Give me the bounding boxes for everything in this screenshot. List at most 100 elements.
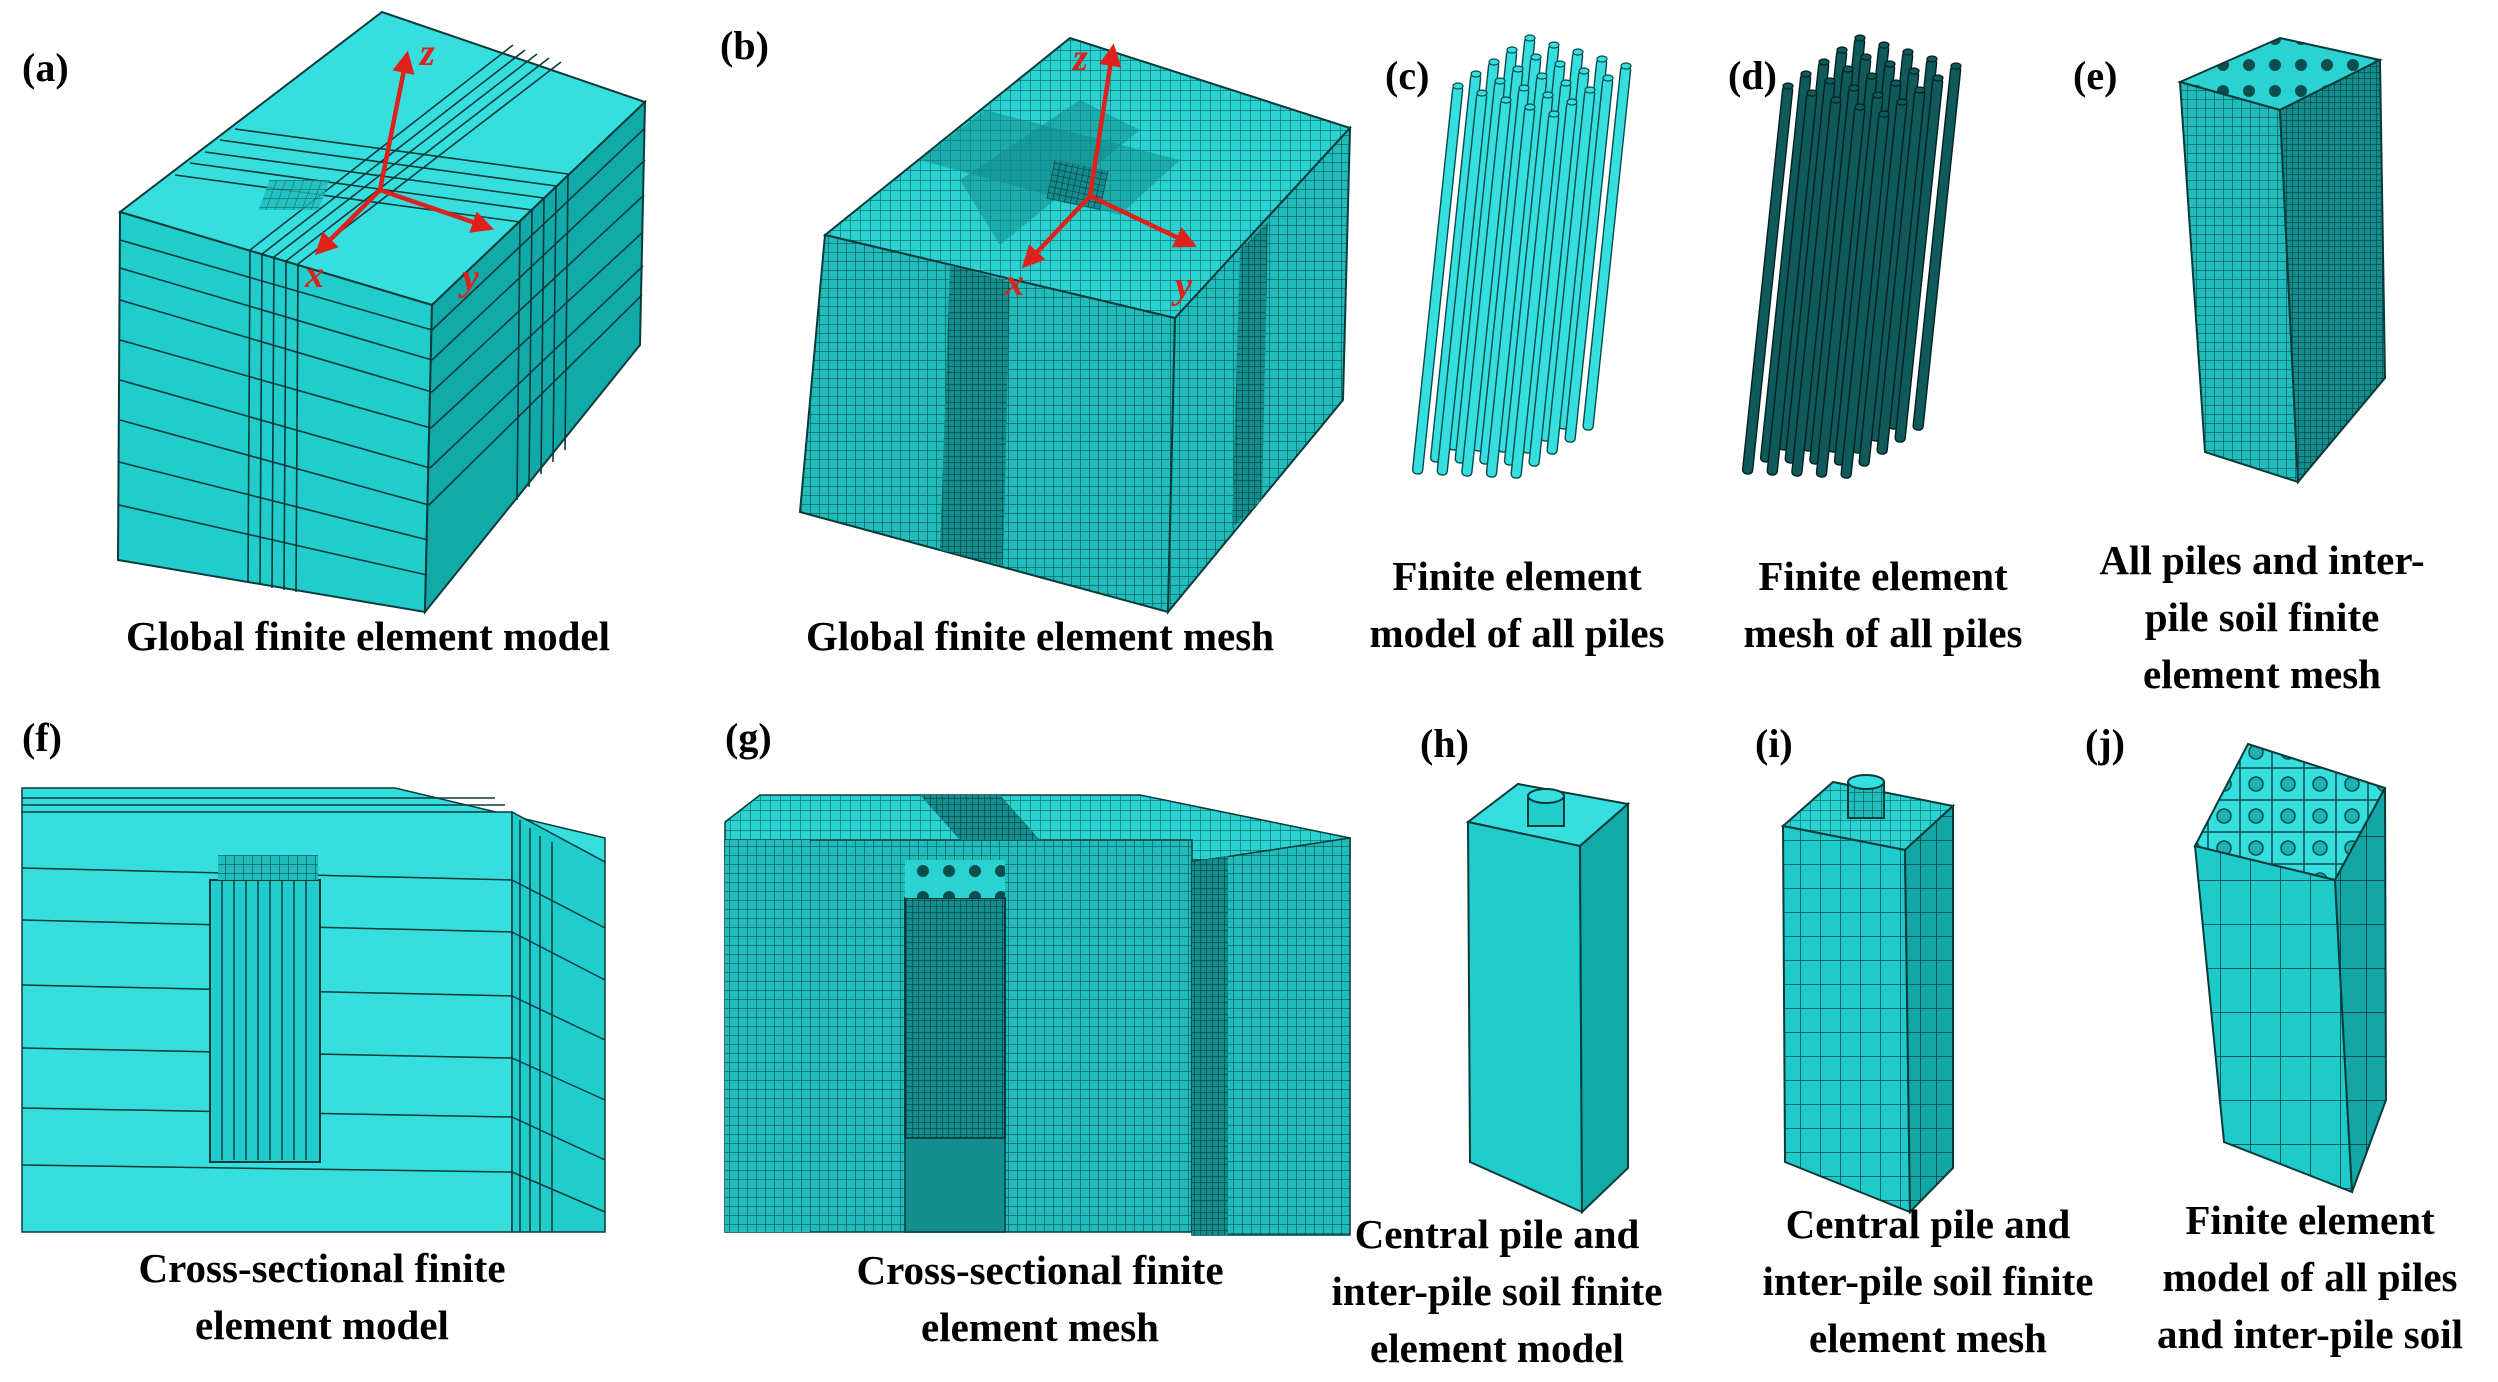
y-axis-label: y <box>1171 265 1192 307</box>
panel-a-model: z x y <box>116 10 647 615</box>
caption-i-line-2: inter-pile soil finite <box>1762 1258 2094 1304</box>
pile-head <box>1932 74 1944 82</box>
pile-head <box>1800 70 1812 78</box>
pile-head <box>1806 89 1818 97</box>
panel-label-b: (b) <box>720 23 769 68</box>
caption-i-line-3: element mesh <box>1809 1315 2047 1361</box>
caption-h-line-2: inter-pile soil finite <box>1331 1268 1663 1314</box>
y-axis-arrow <box>379 187 495 233</box>
caption-j-line-2: model of all piles <box>2162 1254 2458 1300</box>
pile-head <box>1848 84 1860 92</box>
caption-a-line-1: Global finite element model <box>126 613 610 659</box>
panel-h-central-pile-model <box>1465 782 1631 1215</box>
y-axis-label: y <box>458 257 479 299</box>
pile-head <box>1890 79 1902 87</box>
pile-head <box>1452 82 1464 90</box>
pile-head <box>1554 60 1566 68</box>
panel-g-section-mesh <box>724 794 1351 1236</box>
pile-head <box>1488 58 1500 66</box>
pile-head <box>1572 48 1584 56</box>
z-axis-label: z <box>418 32 435 74</box>
caption-e-line-1: All piles and inter- <box>2099 537 2425 583</box>
pile-head <box>1476 89 1488 97</box>
panel-j-soil-model <box>2193 742 2388 1194</box>
pile-head <box>1860 53 1872 61</box>
pile-head <box>1620 62 1632 70</box>
pile-head <box>1926 55 1938 63</box>
panel-label-g: (g) <box>725 715 772 760</box>
pile-head <box>1872 91 1884 99</box>
pile-head <box>1854 103 1866 111</box>
panel-b-mesh: z x y <box>798 36 1352 615</box>
panel-label-c: (c) <box>1385 53 1430 98</box>
x-axis-arrow <box>314 188 382 256</box>
caption-b: Global finite element mesh <box>806 608 1274 665</box>
caption-a: Global finite element model <box>126 608 610 665</box>
pile-head <box>1836 46 1848 54</box>
caption-j-line-3: and inter-pile soil <box>2157 1311 2463 1357</box>
pile-head <box>1854 34 1866 42</box>
x-axis-label: x <box>304 254 324 296</box>
panel-label-f: (f) <box>22 715 62 760</box>
pile-head <box>1494 77 1506 85</box>
caption-h-line-3: element model <box>1370 1325 1624 1371</box>
caption-j-line-1: Finite element <box>2185 1197 2435 1243</box>
pile-head <box>1506 46 1518 54</box>
pile-head <box>1566 98 1578 106</box>
z-axis-label: z <box>1071 37 1088 79</box>
x-axis-arrow <box>1021 194 1092 269</box>
panel-c-piles-model <box>1411 34 1632 479</box>
caption-f-line-2: element model <box>195 1302 449 1348</box>
pile-head <box>1524 103 1536 111</box>
pile-head <box>1578 67 1590 75</box>
panel-e-soil-mesh <box>2177 36 2387 485</box>
pile-head <box>1548 110 1560 118</box>
pile-head <box>1524 34 1536 42</box>
pile-head <box>1548 41 1560 49</box>
caption-i-line-1: Central pile and <box>1785 1201 2071 1247</box>
pile-head <box>1518 84 1530 92</box>
pile-head <box>1512 65 1524 73</box>
panel-label-i: (i) <box>1755 721 1793 766</box>
pile-head <box>1878 110 1890 118</box>
caption-i: Central pile and inter-pile soil finite … <box>1763 1196 2094 1367</box>
caption-e-line-3: element mesh <box>2143 651 2381 697</box>
z-axis-arrow <box>377 50 415 191</box>
caption-f: Cross-sectional finite element model <box>138 1240 505 1354</box>
caption-g-line-2: element mesh <box>921 1304 1159 1350</box>
panel-d-piles-mesh <box>1741 34 1962 479</box>
caption-j: Finite element model of all piles and in… <box>2157 1192 2463 1363</box>
pile-head <box>1902 48 1914 56</box>
caption-f-line-1: Cross-sectional finite <box>138 1245 506 1291</box>
panel-b-axes: z x y <box>1004 37 1198 307</box>
pile-head <box>1782 82 1794 90</box>
caption-e: All piles and inter- pile soil finite el… <box>2099 532 2424 703</box>
caption-d-line-1: Finite element <box>1758 553 2008 599</box>
pile-head <box>1602 74 1614 82</box>
caption-c: Finite element model of all piles <box>1370 548 1665 662</box>
panel-label-j: (j) <box>2085 721 2125 766</box>
panel-f-section-model <box>21 787 606 1233</box>
caption-b-line-1: Global finite element mesh <box>805 613 1275 659</box>
pile-head <box>1542 91 1554 99</box>
caption-d: Finite element mesh of all piles <box>1743 548 2022 662</box>
z-axis-arrow <box>1087 43 1122 197</box>
pile-head <box>1596 55 1608 63</box>
pile-head <box>1470 70 1482 78</box>
caption-g-line-1: Cross-sectional finite <box>856 1247 1224 1293</box>
caption-c-line-1: Finite element <box>1392 553 1642 599</box>
pile-head <box>1950 62 1962 70</box>
caption-h: Central pile and inter-pile soil finite … <box>1332 1206 1663 1377</box>
pile-head <box>1530 53 1542 61</box>
pile-head <box>1830 96 1842 104</box>
panel-label-h: (h) <box>1420 721 1469 766</box>
pile-head <box>1842 65 1854 73</box>
pile-head <box>1500 96 1512 104</box>
caption-e-line-2: pile soil finite <box>2144 594 2380 640</box>
panel-i-central-pile-mesh <box>1780 774 1956 1215</box>
y-axis-arrow <box>1089 193 1198 248</box>
pile-head <box>1884 60 1896 68</box>
caption-d-line-2: mesh of all piles <box>1743 610 2023 656</box>
pile-head <box>1914 86 1926 94</box>
